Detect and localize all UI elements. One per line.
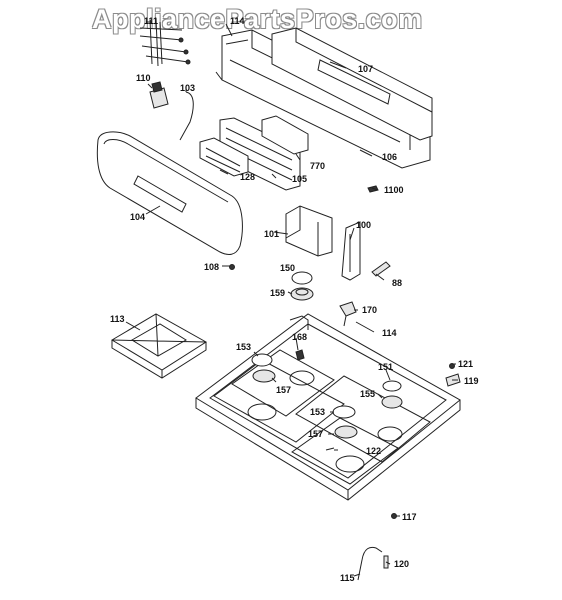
part-label-157-left: 157: [276, 385, 292, 395]
part-label-770: 770: [310, 161, 326, 171]
part-label-110: 110: [136, 73, 151, 83]
part-label-157-right: 157: [308, 429, 324, 439]
burner-cap-153a: [251, 353, 273, 367]
part-label-159: 159: [270, 288, 286, 298]
part-label-150: 150: [280, 263, 296, 273]
part-label-122: 122: [366, 446, 382, 456]
part-label-121: 121: [458, 359, 474, 369]
keypad: [261, 115, 309, 155]
burner-head-155: [381, 395, 403, 409]
rod-88: [371, 261, 391, 277]
burner-head-159: [290, 287, 314, 301]
grate-113: [111, 313, 207, 379]
bracket-101: [285, 205, 333, 257]
part-label-153-left: 153: [236, 342, 252, 352]
part-label-100: 100: [356, 220, 372, 230]
part-label-88: 88: [392, 278, 403, 288]
tube-component: [179, 91, 194, 141]
part-label-114-main: 114: [382, 328, 397, 338]
electrode-168: [295, 349, 305, 361]
leader-lines: [125, 21, 458, 577]
part-label-1100: 1100: [384, 185, 404, 195]
part-label-103: 103: [180, 83, 196, 93]
burner-cap-151: [382, 380, 402, 392]
part-label-168: 168: [292, 332, 308, 342]
part-label-108: 108: [204, 262, 220, 272]
screw-108: [229, 264, 235, 270]
part-label-128: 128: [240, 172, 256, 182]
part-label-151: 151: [378, 362, 394, 372]
screw-117: [391, 513, 397, 519]
backguard-trim: [271, 27, 433, 141]
tube-115: [357, 546, 383, 581]
support-100: [341, 221, 361, 281]
part-label-117: 117: [402, 512, 417, 522]
watermark: AppliancePartsPros.com: [92, 4, 423, 34]
wire-harness: [139, 17, 191, 67]
part-label-114-top: 114: [230, 16, 245, 26]
part-label-111: 111: [144, 16, 159, 26]
part-label-106: 106: [382, 152, 398, 162]
burner-head-157b: [334, 425, 358, 439]
knob-170: [339, 301, 357, 327]
part-label-105: 105: [292, 174, 308, 184]
switch-component: [149, 81, 169, 109]
part-label-153-right: 153: [310, 407, 326, 417]
burner-cap-150: [291, 271, 313, 285]
burner-head-157a: [252, 369, 276, 383]
part-label-119: 119: [464, 376, 479, 386]
part-label-155: 155: [360, 389, 376, 399]
part-label-120: 120: [394, 559, 410, 569]
part-label-107: 107: [358, 64, 374, 74]
part-label-101: 101: [264, 229, 280, 239]
control-panel: [96, 131, 243, 255]
burner-cap-153b: [332, 405, 356, 419]
part-label-104: 104: [130, 212, 146, 222]
clip-122: [325, 447, 335, 451]
part-label-115: 115: [340, 573, 355, 583]
part-label-113: 113: [110, 314, 125, 324]
part-label-170: 170: [362, 305, 378, 315]
control-board: [199, 117, 301, 191]
